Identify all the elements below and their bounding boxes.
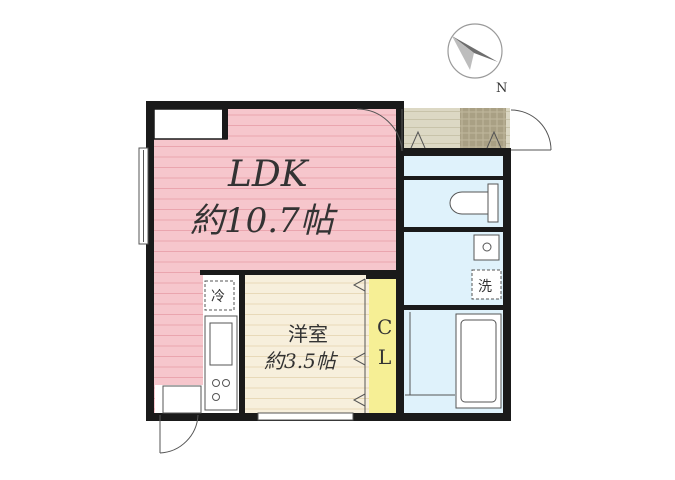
toilet-icon	[449, 183, 499, 223]
closet-label-l: L	[378, 345, 391, 369]
ldk-area: 約10.7帖	[190, 201, 339, 241]
closet-doors	[352, 278, 366, 413]
bathtub-icon	[455, 313, 502, 409]
western-window	[257, 412, 354, 421]
compass-needle-icon	[452, 36, 498, 62]
closet-label-c: C	[377, 315, 392, 339]
western-room-area: 約3.5帖	[264, 349, 339, 373]
compass-needle-shadow-icon	[452, 36, 474, 70]
storage-box	[153, 108, 228, 140]
door-arc-balcony	[510, 109, 552, 151]
washer-spot: 洗	[471, 269, 502, 300]
entrance-door-arc	[159, 414, 199, 454]
stove-burner-icon	[212, 379, 220, 387]
washer-label: 洗	[478, 279, 492, 295]
entrance	[155, 385, 203, 415]
north-label: N	[496, 81, 507, 96]
balcony-tiles	[460, 108, 506, 148]
compass: N	[447, 23, 507, 96]
western-room-name: 洋室	[288, 322, 328, 346]
fridge-spot: 冷	[204, 280, 235, 311]
ldk-name: LDK	[227, 154, 310, 195]
washbasin-icon	[473, 234, 500, 261]
sink-icon	[209, 322, 233, 366]
western-room	[242, 272, 369, 415]
stove-burner-icon	[212, 393, 220, 401]
stove-burner-icon	[222, 379, 230, 387]
fridge-label: 冷	[211, 289, 225, 305]
closet	[369, 278, 401, 415]
interior-walls	[200, 176, 503, 415]
kitchen-counter	[204, 315, 238, 411]
door-arc-ldk	[356, 108, 403, 152]
